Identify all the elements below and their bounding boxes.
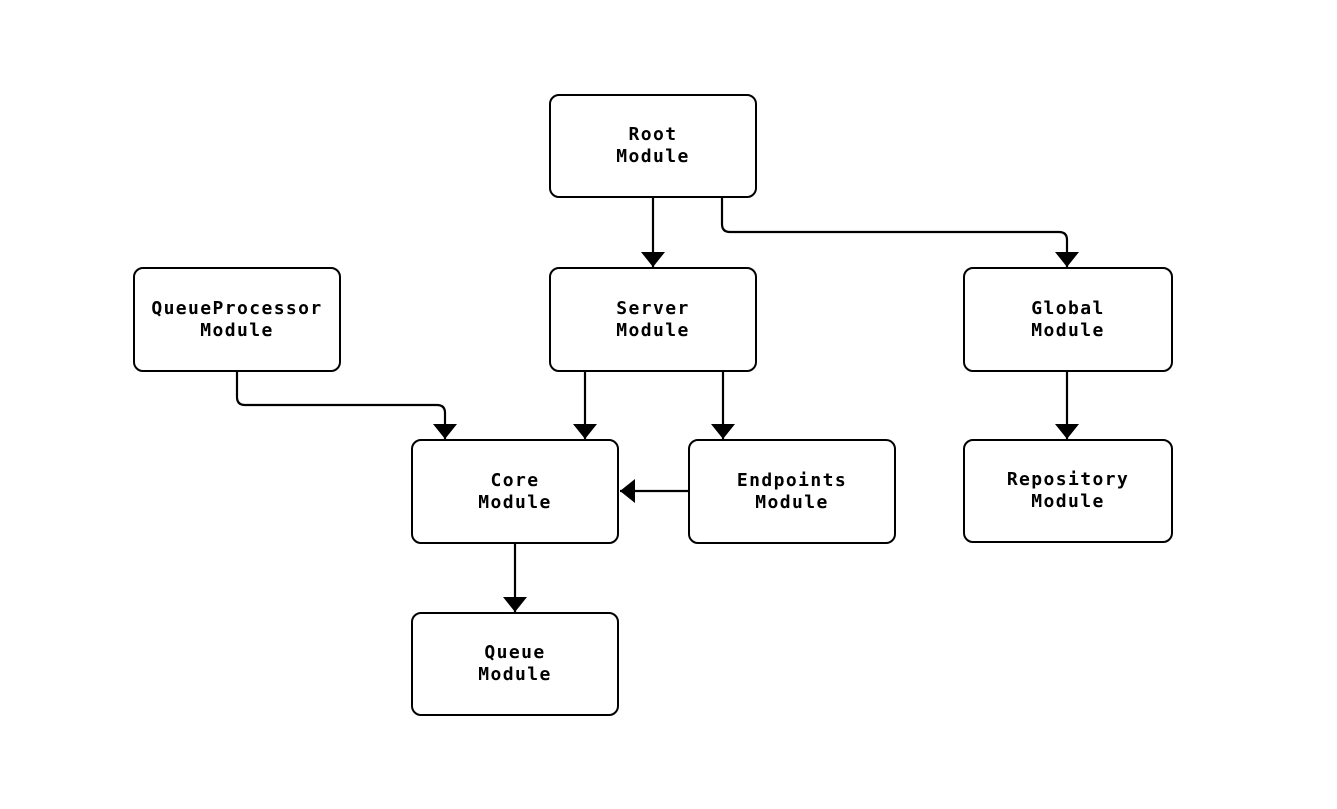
node-queueprocessor-module: QueueProcessor Module <box>133 267 341 372</box>
node-repository-module: Repository Module <box>963 439 1173 543</box>
node-queue-module: Queue Module <box>411 612 619 716</box>
node-root-module: Root Module <box>549 94 757 198</box>
diagram-edges <box>235 197 1079 612</box>
node-label-global-module: Global Module <box>1031 297 1105 341</box>
edge-queueprocessor-to-core <box>235 372 457 439</box>
node-label-core-module: Core Module <box>478 469 552 513</box>
node-global-module: Global Module <box>963 267 1173 372</box>
node-server-module: Server Module <box>549 267 757 372</box>
node-core-module: Core Module <box>411 439 619 544</box>
node-label-queueprocessor-module: QueueProcessor Module <box>151 297 323 341</box>
node-endpoints-module: Endpoints Module <box>688 439 896 544</box>
node-label-repository-module: Repository Module <box>1006 469 1130 512</box>
node-label-server-module: Server Module <box>616 297 690 341</box>
node-label-root-module: Root Module <box>616 124 690 167</box>
edge-root-to-global <box>720 197 1079 267</box>
node-label-queue-module: Queue Module <box>478 642 552 685</box>
node-label-endpoints-module: Endpoints Module <box>736 469 848 513</box>
